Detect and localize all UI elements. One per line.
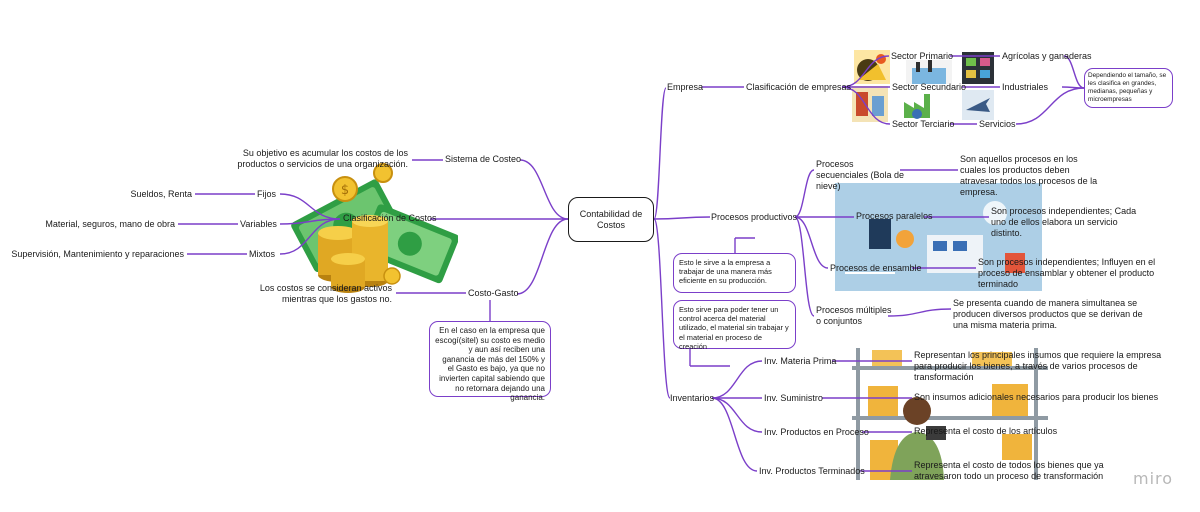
inv-proceso-node[interactable]: Inv. Productos en Proceso xyxy=(764,427,869,437)
production-processes-picture xyxy=(835,183,1042,291)
link-proc-multiple xyxy=(794,216,815,317)
sector-primary-farm-picture xyxy=(962,52,994,84)
costo-gasto-note: En el caso en la empresa que escogí(site… xyxy=(429,321,551,402)
inv-suministro-desc: Son insumos adicionales necesarios para … xyxy=(914,392,1159,402)
inv-terminados-desc: Representa el costo de todos los bienes … xyxy=(914,460,1104,481)
link-clasif-fijos xyxy=(279,193,341,220)
proceso-secuencial-desc: Son aquellos procesos en los cuales los … xyxy=(960,154,1098,197)
sector-primario-tipo: Agrícolas y ganaderas xyxy=(1002,51,1092,61)
cost-type-variables[interactable]: Variables xyxy=(240,219,277,229)
link-clasif-terciario xyxy=(841,86,891,125)
inv-terminados-node[interactable]: Inv. Productos Terminados xyxy=(759,466,865,476)
svg-text:$: $ xyxy=(341,183,349,198)
sistema-costeo-desc: Su objetivo es acumular los costos de lo… xyxy=(237,148,408,169)
miro-logo: miro xyxy=(1133,469,1174,488)
inventarios-node[interactable]: Inventarios xyxy=(670,393,715,403)
cost-type-variables-example: Material, seguros, mano de obra xyxy=(45,219,175,229)
link-inv-materia xyxy=(711,360,763,399)
link-tipos-note xyxy=(1063,55,1085,89)
inventarios-note: Esto sirve para poder tener un control a… xyxy=(673,300,796,351)
link-inv-terminados xyxy=(711,397,758,472)
sector-secundario-tipo: Industriales xyxy=(1002,82,1049,92)
sector-secundario-node[interactable]: Sector Secundario xyxy=(892,82,967,92)
clasificacion-empresas-node[interactable]: Clasificación de empresas xyxy=(746,82,852,92)
link-center-sistema xyxy=(519,159,569,220)
link-tipos-note-3 xyxy=(1015,87,1085,125)
central-topic[interactable]: Contabilidad de Costos xyxy=(568,197,654,242)
empresa-size-note: Dependiendo el tamaño, se les clasifica … xyxy=(1084,68,1173,108)
inventory-warehouse-picture xyxy=(852,348,1048,480)
central-topic-label: Contabilidad de Costos xyxy=(579,208,643,230)
cost-type-mixtos[interactable]: Mixtos xyxy=(249,249,276,259)
procesos-note: Esto le sirve a la empresa a trabajar de… xyxy=(673,253,796,293)
link-multiple-desc xyxy=(887,308,952,317)
procesos-productivos-node[interactable]: Procesos productivos xyxy=(711,212,798,222)
cost-type-fijos-example: Sueldos, Renta xyxy=(130,189,192,199)
link-center-procesos xyxy=(653,216,711,220)
inv-materia-prima-node[interactable]: Inv. Materia Prima xyxy=(764,356,837,366)
proceso-paralelo-node[interactable]: Procesos paralelos xyxy=(856,211,933,221)
proceso-paralelo-desc: Son procesos independientes; Cada uno de… xyxy=(991,206,1137,238)
sector-services-picture xyxy=(962,90,994,120)
link-proc-ensamble xyxy=(794,216,829,269)
link-center-inventarios xyxy=(653,218,671,399)
link-center-costogasto xyxy=(516,218,569,295)
inv-materia-prima-desc: Representan los principales insumos que … xyxy=(914,350,1162,382)
proceso-ensamble-node[interactable]: Procesos de ensamble xyxy=(830,263,922,273)
sector-terciario-tipo: Servicios xyxy=(979,119,1016,129)
link-inv-proceso xyxy=(711,397,763,433)
sector-tertiary-picture xyxy=(852,86,888,122)
costo-gasto-node[interactable]: Costo-Gasto xyxy=(468,288,519,298)
sistema-costeo-node[interactable]: Sistema de Costeo xyxy=(445,154,522,164)
sector-primario-node[interactable]: Sector Primario xyxy=(891,51,954,61)
costo-gasto-desc: Los costos se consideran activos mientra… xyxy=(259,283,392,304)
empresa-node[interactable]: Empresa xyxy=(667,82,704,92)
inv-proceso-desc: Representa el costo de los artículos xyxy=(914,426,1058,436)
sector-secondary-picture xyxy=(906,60,952,84)
proceso-multiple-desc: Se presenta cuando de manera simultanea … xyxy=(953,298,1143,330)
cost-type-mixtos-example: Supervisión, Mantenimiento y reparacione… xyxy=(11,249,184,259)
cost-type-fijos[interactable]: Fijos xyxy=(257,189,277,199)
clasificacion-costos-node[interactable]: Clasificación de Costos xyxy=(343,213,437,223)
proceso-multiple-node[interactable]: Procesos múltiples o conjuntos xyxy=(816,305,892,326)
sector-industry-picture xyxy=(900,88,942,122)
money-illustration: $ xyxy=(291,163,458,293)
sector-terciario-node[interactable]: Sector Terciario xyxy=(892,119,955,129)
link-clasif-primario xyxy=(841,55,890,88)
proceso-secuencial-node[interactable]: Procesos secuenciales (Bola de nieve) xyxy=(816,159,905,191)
proceso-ensamble-desc: Son procesos independientes; Influyen en… xyxy=(978,257,1156,289)
link-center-empresa xyxy=(653,87,667,220)
link-proc-secuencial xyxy=(794,169,815,218)
link-clasif-mixtos xyxy=(279,218,341,255)
inv-suministro-node[interactable]: Inv. Suministro xyxy=(764,393,823,403)
